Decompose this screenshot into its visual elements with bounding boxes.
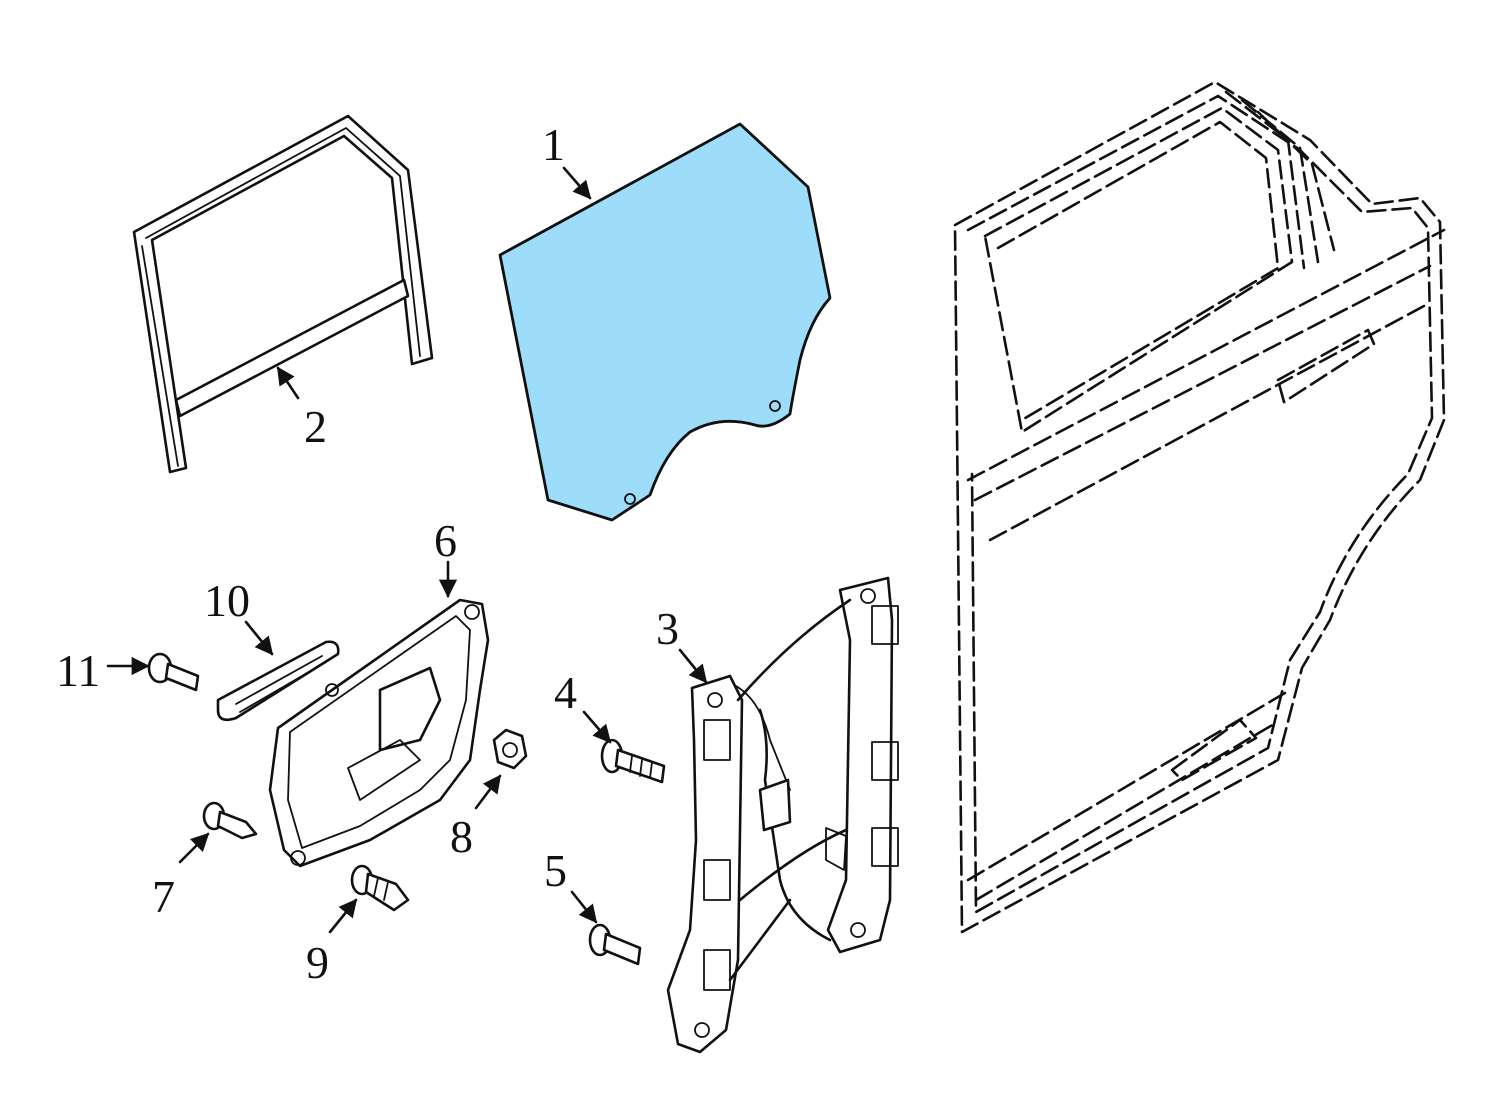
part-door-glass xyxy=(498,122,832,522)
part-bolt-5 xyxy=(588,923,642,966)
callout-3: 3 xyxy=(656,603,679,654)
part-bracket xyxy=(216,640,340,722)
callout-4: 4 xyxy=(554,667,577,718)
part-run-channel xyxy=(132,114,434,474)
part-screw-7 xyxy=(202,801,258,840)
callout-6: 6 xyxy=(434,515,457,566)
glass-mount-hole-upper xyxy=(769,400,781,412)
callout-8: 8 xyxy=(450,811,473,862)
glass-mount-hole-lower xyxy=(624,493,636,505)
callout-9: 9 xyxy=(306,937,329,988)
callout-1: 1 xyxy=(542,119,565,170)
callout-labels: 1 2 3 4 5 6 7 8 9 10 11 xyxy=(56,119,679,988)
callout-10: 10 xyxy=(204,575,250,626)
glass-panel xyxy=(498,122,832,522)
door-shell-dashed xyxy=(953,80,1446,934)
part-screw-9 xyxy=(350,864,410,912)
leader-lines xyxy=(106,166,708,934)
part-window-regulator xyxy=(666,576,899,1054)
callout-11: 11 xyxy=(56,645,100,696)
part-nut-8 xyxy=(492,728,528,770)
part-lock-module xyxy=(268,598,490,868)
callout-2: 2 xyxy=(304,401,327,452)
part-bolt-4 xyxy=(600,738,666,784)
part-bolt-11 xyxy=(147,652,200,692)
callout-5: 5 xyxy=(544,845,567,896)
callout-7: 7 xyxy=(152,871,175,922)
